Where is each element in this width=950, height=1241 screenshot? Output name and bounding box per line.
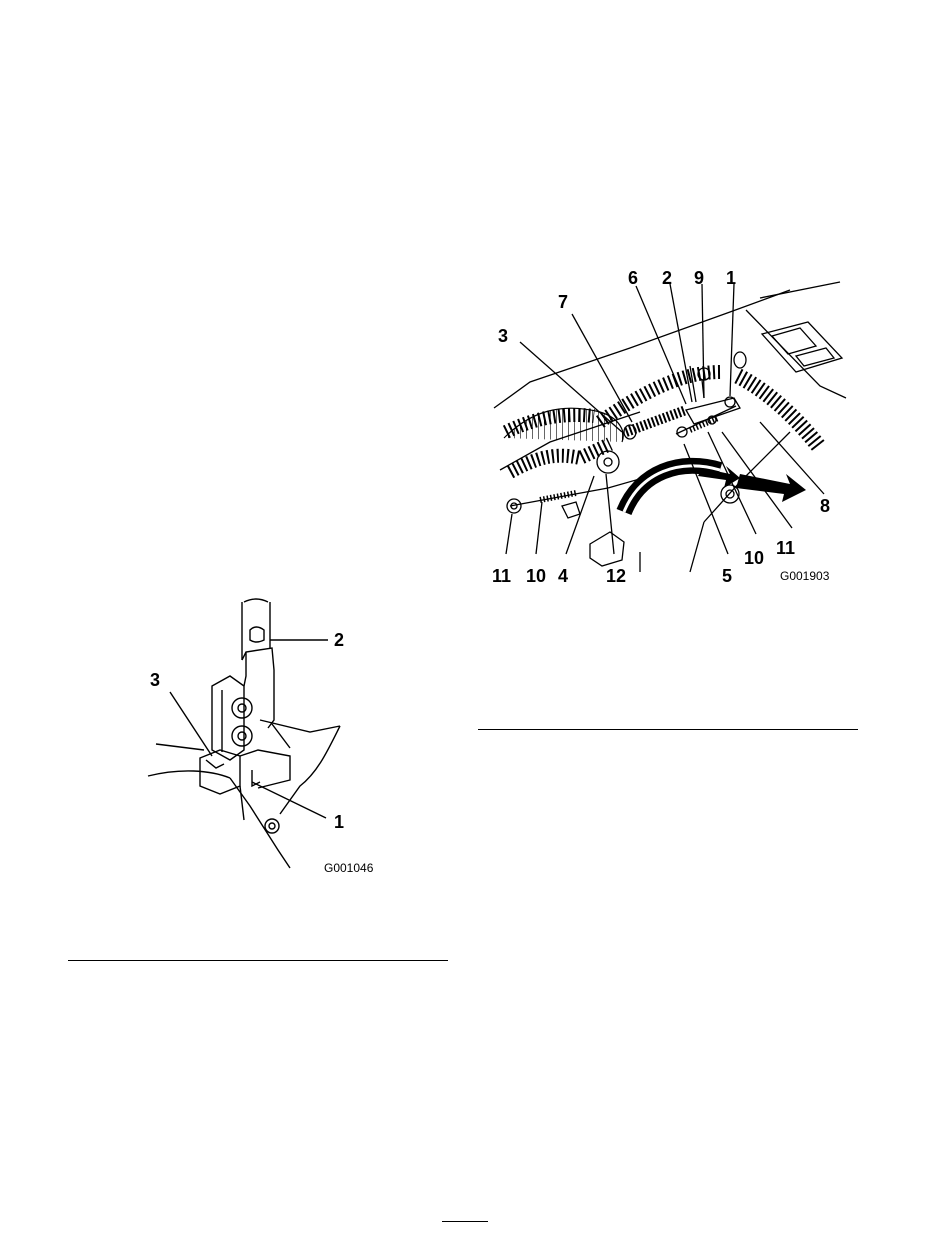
figure-divider-right bbox=[478, 729, 858, 730]
callout-3: 3 bbox=[498, 326, 508, 346]
callout-2: 2 bbox=[334, 630, 344, 650]
linkage-illustration: 6 2 9 1 7 3 8 11 10 4 12 5 10 11 G001903 bbox=[490, 262, 850, 592]
callout-10-right: 10 bbox=[744, 548, 764, 568]
callout-4: 4 bbox=[558, 566, 568, 586]
lever-illustration: 2 3 1 G001046 bbox=[140, 600, 380, 880]
callout-1: 1 bbox=[726, 268, 736, 288]
figure-divider-left bbox=[68, 960, 448, 961]
callout-5: 5 bbox=[722, 566, 732, 586]
callout-8: 8 bbox=[820, 496, 830, 516]
callout-9: 9 bbox=[694, 268, 704, 288]
figure-g001046: 2 3 1 G001046 bbox=[140, 600, 380, 880]
callout-10-left: 10 bbox=[526, 566, 546, 586]
callout-11-left: 11 bbox=[492, 566, 511, 586]
callout-6: 6 bbox=[628, 268, 638, 288]
callout-11-right: 11 bbox=[776, 538, 795, 558]
callout-3: 3 bbox=[150, 670, 160, 690]
callout-7: 7 bbox=[558, 292, 568, 312]
callout-1: 1 bbox=[334, 812, 344, 832]
page-number-rule bbox=[442, 1221, 488, 1222]
figure-code: G001903 bbox=[780, 569, 830, 583]
figure-code: G001046 bbox=[324, 861, 374, 875]
figure-g001903: 6 2 9 1 7 3 8 11 10 4 12 5 10 11 G001903 bbox=[490, 262, 850, 592]
callout-12: 12 bbox=[606, 566, 626, 586]
callout-2: 2 bbox=[662, 268, 672, 288]
